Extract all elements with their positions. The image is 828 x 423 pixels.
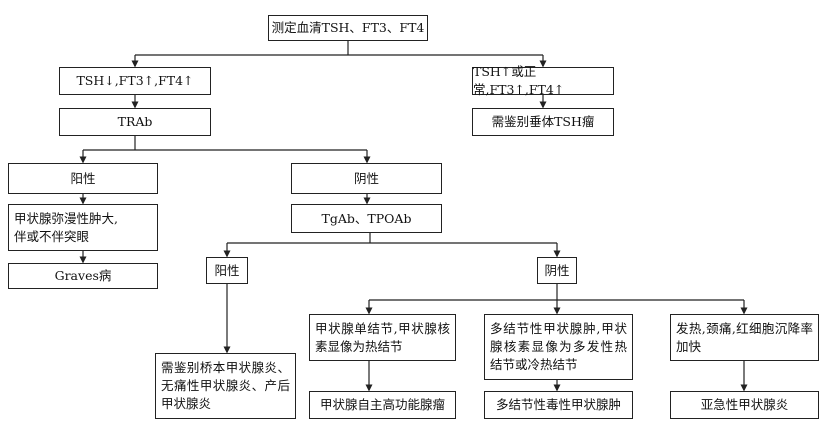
low-tsh-node: TSH↓,FT3↑,FT4↑ <box>59 67 211 95</box>
toxic-multinodular-node: 多结节性毒性甲状腺肿 <box>484 391 633 419</box>
ab-negative-node: 阴性 <box>537 257 577 284</box>
fever-pain-node: 发热,颈痛,红细胞沉降率加快 <box>670 314 819 361</box>
high-tsh-node: TSH↑或正常,FT3↑,FT4↑ <box>472 64 614 97</box>
graves-node: Graves病 <box>8 263 158 289</box>
hashimoto-node: 需鉴别桥本甲状腺炎、无痛性甲状腺炎、产后甲状腺炎 <box>155 353 296 419</box>
single-nodule-node: 甲状腺单结节,甲状腺核素显像为热结节 <box>309 314 456 361</box>
trab-negative-node: 阴性 <box>291 163 442 194</box>
trab-node: TRAb <box>59 108 211 136</box>
adenoma-node: 甲状腺自主高功能腺瘤 <box>309 391 456 419</box>
multi-nodule-node: 多结节性甲状腺肿,甲状腺核素显像为多发性热结节或冷热结节 <box>484 314 633 380</box>
subacute-node: 亚急性甲状腺炎 <box>670 391 819 419</box>
pituitary-node: 需鉴别垂体TSH瘤 <box>472 108 614 136</box>
diffuse-goiter-node: 甲状腺弥漫性肿大, 伴或不伴突眼 <box>8 204 158 251</box>
ab-positive-node: 阳性 <box>206 257 248 284</box>
tgab-tpoab-node: TgAb、TPOAb <box>291 204 442 233</box>
trab-positive-node: 阳性 <box>8 163 158 194</box>
root-node: 测定血清TSH、FT3、FT4 <box>268 15 428 41</box>
